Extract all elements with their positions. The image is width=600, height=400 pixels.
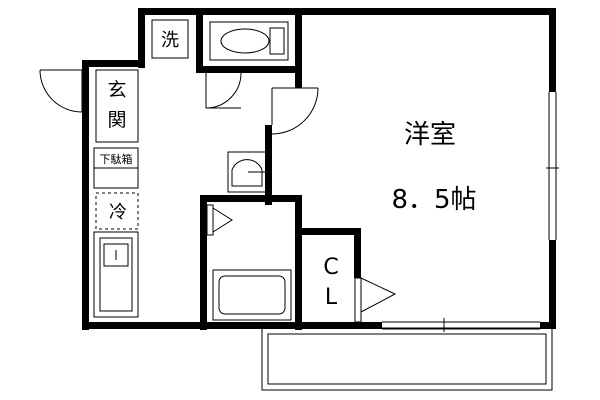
balcony-window	[382, 318, 540, 332]
closet-label-l: L	[325, 285, 338, 310]
washer-box	[151, 19, 189, 59]
closet-door	[354, 277, 397, 323]
fridge-box	[95, 192, 139, 230]
kitchen-sink	[93, 231, 139, 318]
western-room-size: 8．5帖	[391, 185, 476, 215]
right-window	[546, 92, 559, 240]
wash-basin	[227, 151, 268, 193]
room-door	[271, 87, 319, 135]
shoe-box-label: 下駄箱	[100, 152, 133, 166]
toilet-icon	[209, 21, 289, 61]
entrance-door	[39, 69, 83, 113]
entrance-label: 玄	[107, 79, 126, 101]
entrance-box	[95, 69, 139, 143]
washer-label: 洗	[161, 30, 179, 51]
walls	[82, 8, 556, 330]
closet-label-c: C	[323, 255, 338, 280]
bathtub	[212, 269, 292, 321]
toilet-door	[205, 72, 242, 109]
entrance-label-2: 関	[107, 109, 126, 131]
fridge-label: 冷	[109, 202, 127, 223]
western-room-name: 洋室	[404, 120, 456, 150]
bath-door	[206, 204, 233, 236]
balcony	[261, 327, 553, 391]
